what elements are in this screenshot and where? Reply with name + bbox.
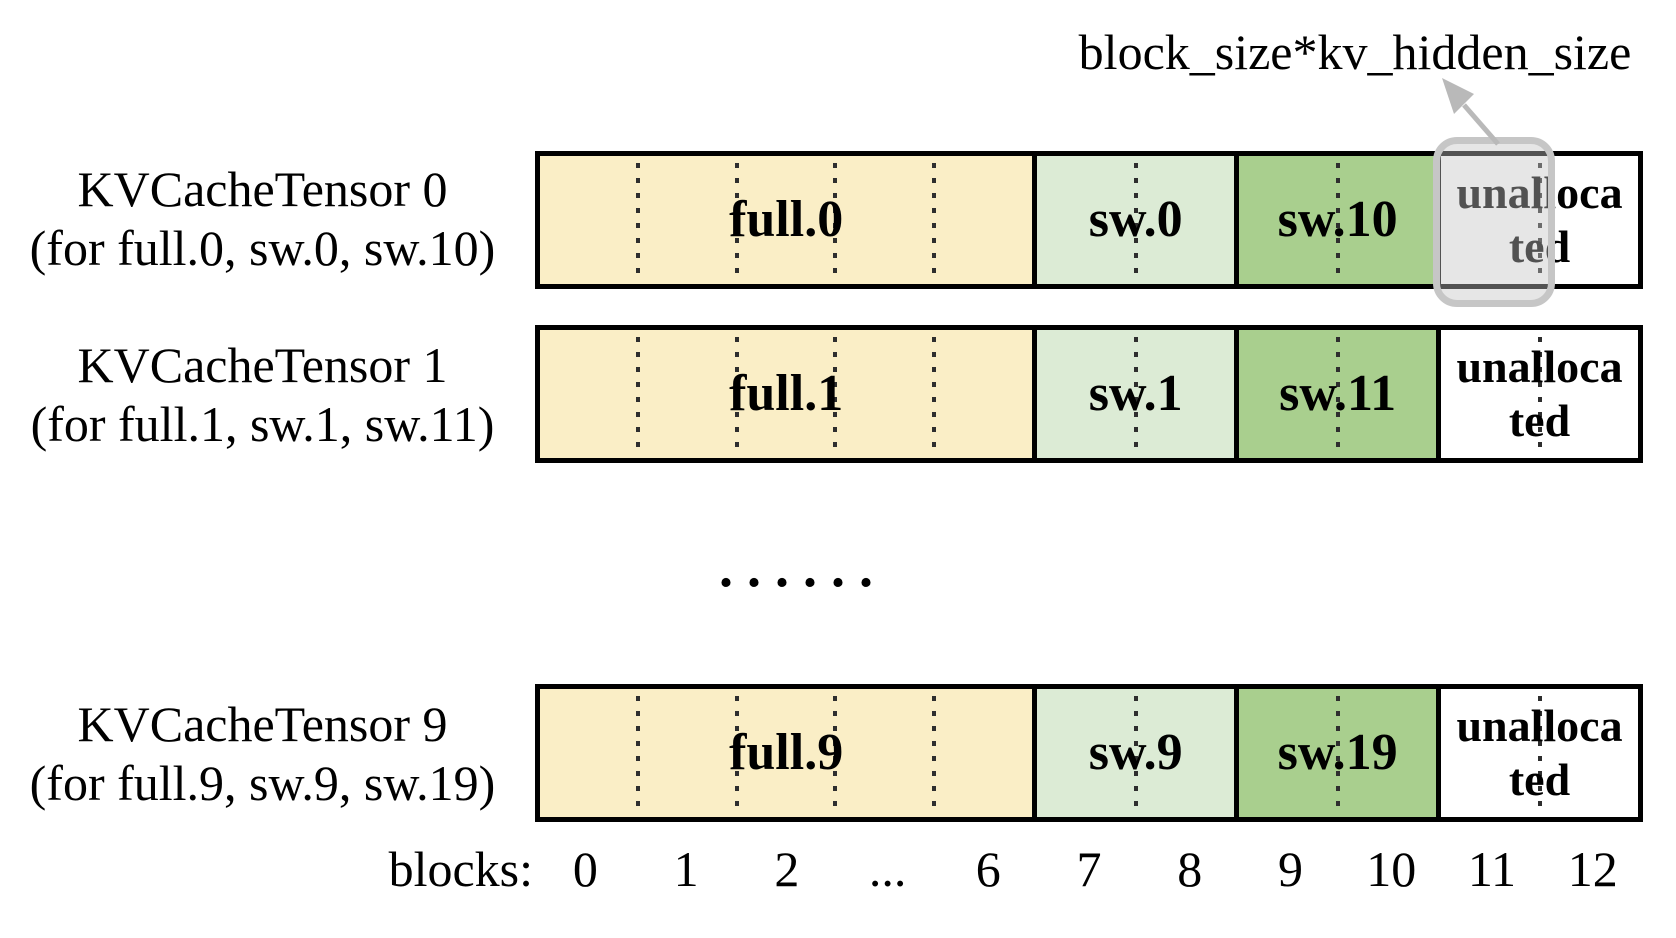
- block-size-annotation-label: block_size*kv_hidden_size: [1078, 24, 1632, 80]
- tensor-9-title: KVCacheTensor 9: [77, 696, 448, 752]
- blocks-axis-ticks: 0 1 2 ... 6 7 8 9 10 11 12: [535, 841, 1643, 897]
- tensor-1-title: KVCacheTensor 1: [77, 337, 448, 393]
- block-divider: [1133, 337, 1138, 451]
- block-divider: [833, 696, 838, 810]
- tensor-0-sw-label: sw.0: [1088, 191, 1183, 248]
- block-tick-12: 12: [1567, 841, 1618, 897]
- block-tick-1: 1: [673, 841, 699, 897]
- tensor-1-label: KVCacheTensor 1 (for full.1, sw.1, sw.11…: [0, 336, 525, 454]
- tensor-9-full-segment: full.9: [540, 689, 1033, 817]
- block-highlight-box: [1433, 137, 1555, 307]
- tensor-9-sw2-segment: sw.19: [1234, 689, 1437, 817]
- tensor-9-unallocated-label: unalloca ted: [1456, 700, 1623, 805]
- tensor-0-unallocated-label: unalloca ted: [1456, 167, 1623, 272]
- block-tick-10: 10: [1366, 841, 1417, 897]
- block-divider: [1133, 163, 1138, 277]
- tensor-1-bar: full.1 sw.1 sw.11 unalloca ted: [535, 325, 1643, 463]
- block-divider: [931, 337, 936, 451]
- block-tick-ellipsis: ...: [868, 841, 907, 897]
- tensor-0-subtitle: (for full.0, sw.0, sw.10): [29, 220, 496, 276]
- block-tick-2: 2: [774, 841, 800, 897]
- tensor-0-full-segment: full.0: [540, 156, 1033, 284]
- tensor-0-sw2-segment: sw.10: [1234, 156, 1437, 284]
- tensor-1-full-label: full.1: [729, 365, 844, 422]
- block-divider: [931, 163, 936, 277]
- block-divider: [931, 696, 936, 810]
- tensor-0-sw-segment: sw.0: [1032, 156, 1235, 284]
- block-divider: [1133, 696, 1138, 810]
- block-divider: [833, 337, 838, 451]
- tensor-0-bar: full.0 sw.0 sw.10 unalloca ted: [535, 151, 1643, 289]
- block-divider: [636, 163, 641, 277]
- block-divider: [734, 163, 739, 277]
- tensor-9-sw-segment: sw.9: [1032, 689, 1235, 817]
- tensor-9-subtitle: (for full.9, sw.9, sw.19): [29, 755, 496, 811]
- tensor-1-full-segment: full.1: [540, 330, 1033, 458]
- block-tick-6: 6: [975, 841, 1001, 897]
- tensor-1-sw-label: sw.1: [1088, 365, 1183, 422]
- block-divider: [636, 337, 641, 451]
- block-divider: [1537, 337, 1542, 451]
- tensor-0-full-label: full.0: [729, 191, 844, 248]
- block-tick-8: 8: [1177, 841, 1203, 897]
- block-divider: [1335, 337, 1340, 451]
- tensor-0-sw2-label: sw.10: [1277, 191, 1398, 248]
- annotation-arrow-icon: [1442, 78, 1500, 146]
- block-divider: [1537, 696, 1542, 810]
- block-tick-9: 9: [1278, 841, 1303, 897]
- block-divider: [636, 696, 641, 810]
- tensor-0-unallocated-segment: unalloca ted: [1436, 156, 1638, 284]
- block-divider: [833, 163, 838, 277]
- tensor-9-unallocated-segment: unalloca ted: [1436, 689, 1638, 817]
- tensor-1-subtitle: (for full.1, sw.1, sw.11): [30, 396, 495, 452]
- tensor-9-sw2-label: sw.19: [1277, 724, 1398, 781]
- tensor-1-unallocated-label: unalloca ted: [1456, 341, 1623, 446]
- block-tick-7: 7: [1076, 841, 1102, 897]
- tensor-0-label: KVCacheTensor 0 (for full.0, sw.0, sw.10…: [0, 160, 525, 278]
- more-tensors-ellipsis: ......: [719, 537, 887, 599]
- block-divider: [1335, 696, 1340, 810]
- block-divider: [734, 337, 739, 451]
- block-divider: [734, 696, 739, 810]
- tensor-1-sw2-label: sw.11: [1279, 365, 1397, 422]
- block-tick-0: 0: [572, 841, 598, 897]
- block-divider: [1537, 163, 1542, 277]
- block-tick-11: 11: [1467, 841, 1517, 897]
- tensor-9-label: KVCacheTensor 9 (for full.9, sw.9, sw.19…: [0, 695, 525, 813]
- tensor-1-sw-segment: sw.1: [1032, 330, 1235, 458]
- tensor-9-bar: full.9 sw.9 sw.19 unalloca ted: [535, 684, 1643, 822]
- tensor-1-sw2-segment: sw.11: [1234, 330, 1437, 458]
- tensor-0-title: KVCacheTensor 0: [77, 161, 448, 217]
- blocks-axis-label: blocks:: [388, 841, 533, 897]
- tensor-9-sw-label: sw.9: [1088, 724, 1183, 781]
- tensor-9-full-label: full.9: [729, 724, 844, 781]
- tensor-1-unallocated-segment: unalloca ted: [1436, 330, 1638, 458]
- block-divider: [1335, 163, 1340, 277]
